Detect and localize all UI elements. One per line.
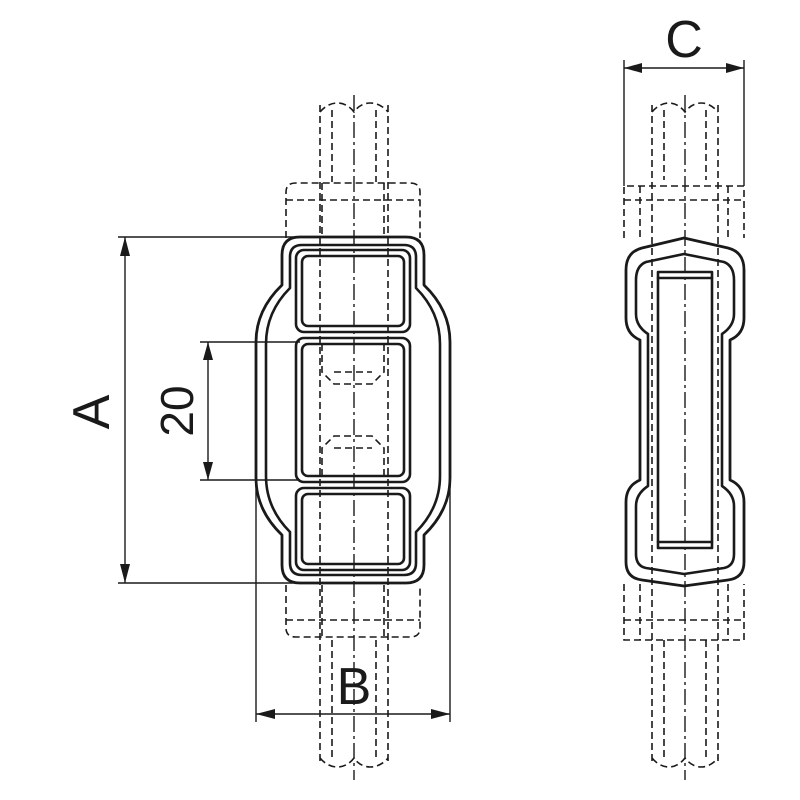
front-view [254,95,452,780]
side-clamp-body [624,236,746,588]
dimension-b: B [255,470,451,722]
side-view [623,95,746,780]
front-lower-window [294,486,412,572]
side-bottom-nut [623,584,745,641]
dimension-a: A [63,236,298,584]
front-upper-window [294,248,412,334]
side-top-nut [623,185,745,238]
dimension-a-label: A [63,394,121,429]
dimension-c-label: C [665,11,703,69]
front-bottom-nut [285,585,421,638]
front-rod [319,102,389,768]
side-rod [651,102,719,768]
front-middle-window [294,336,412,484]
dimension-spacing: 20 [151,341,300,481]
front-top-nut [285,182,421,238]
front-clamp-body [254,235,452,585]
dimension-b-label: B [337,658,372,716]
dimension-spacing-label: 20 [151,385,203,436]
dimension-c: C [623,11,745,186]
